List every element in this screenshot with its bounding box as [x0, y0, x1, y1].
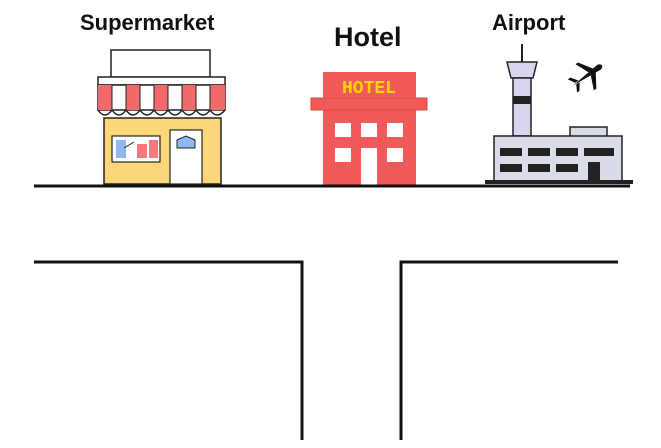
airport-terminal-icon	[485, 44, 633, 184]
road-lines	[34, 184, 630, 440]
supermarket-label: Supermarket	[80, 10, 215, 35]
airplane-icon	[567, 62, 603, 93]
supermarket-icon	[97, 49, 226, 185]
hotel-label: Hotel	[334, 22, 402, 52]
hotel-building-icon: HOTEL	[310, 72, 428, 186]
airport-label: Airport	[492, 10, 566, 35]
road-right-edge	[399, 260, 618, 440]
road-left-edge	[34, 260, 304, 440]
hotel-sign: HOTEL	[342, 79, 396, 99]
